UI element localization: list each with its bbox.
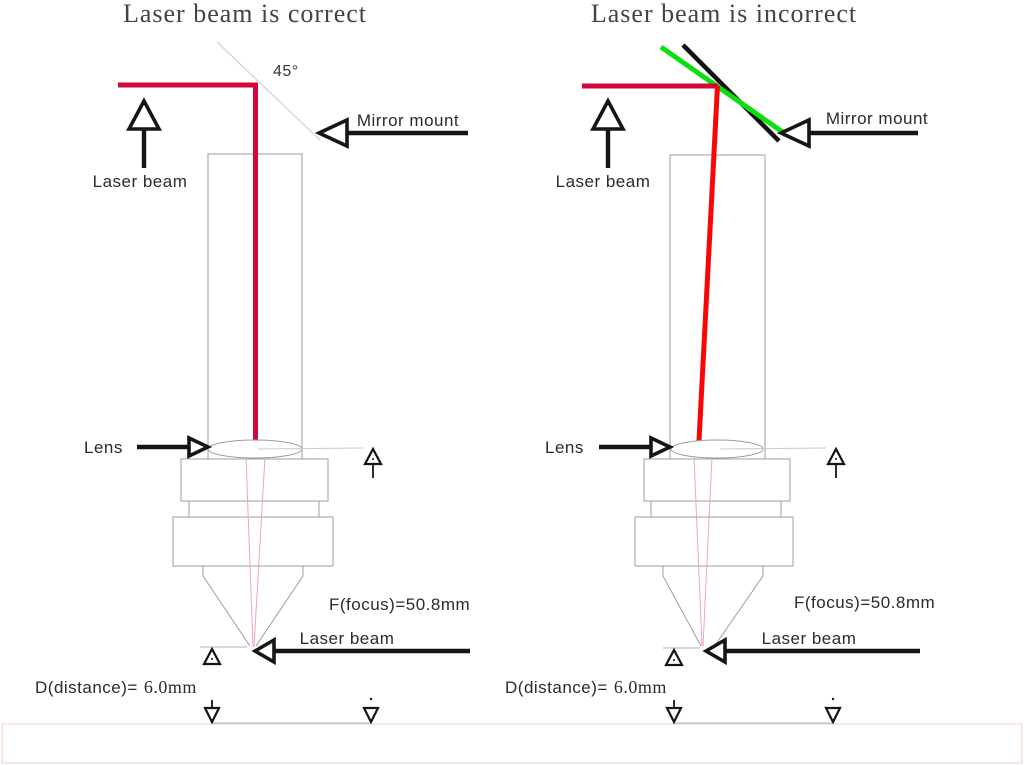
distance-label-value: 6.0mm <box>144 677 197 697</box>
distance-label-prefix: D(distance)= <box>505 678 608 697</box>
laser-out-label: Laser beam <box>762 629 857 648</box>
workpiece-surface <box>1 723 1023 764</box>
focus-label: F(focus)=50.8mm <box>794 593 935 612</box>
laser-out-arrow-icon <box>251 636 276 666</box>
focused-beam-right-edge <box>253 456 266 648</box>
distance-label-value: 6.0mm <box>614 677 667 697</box>
lens-label: Lens <box>545 438 584 457</box>
nozzle-cone-left-wall <box>202 566 251 647</box>
laser-in-label: Laser beam <box>556 172 651 191</box>
lens-datum-marker-dot <box>372 458 374 460</box>
distance-marker-right-dot <box>369 697 373 701</box>
lens-datum-marker-dot <box>835 458 837 460</box>
laser-in-arrow-icon <box>589 97 627 131</box>
mirror-45-line <box>216 41 321 141</box>
right-title: Laser beam is incorrect <box>591 0 857 28</box>
distance-label: D(distance)= 6.0mm <box>505 677 667 697</box>
mirror-mount-label: Mirror mount <box>357 111 459 130</box>
nozzle-block <box>172 516 334 567</box>
laser-out-label: Laser beam <box>300 629 395 648</box>
lens-datum-marker-icon <box>826 446 846 466</box>
distance-label-prefix: D(distance)= <box>35 678 138 697</box>
lens-level-guide-line <box>257 447 364 450</box>
lens-holder-flange <box>180 458 329 502</box>
tip-datum-marker-icon <box>202 646 222 666</box>
laser-in-arrow-icon <box>125 97 163 131</box>
right-diagram-incorrect: Laser beam is incorrect Laser beam Mirro… <box>505 0 935 725</box>
angle-label: 45° <box>273 63 299 80</box>
distance-marker-left-icon <box>665 706 683 725</box>
lens-datum-marker-icon <box>363 446 383 466</box>
deflected-beam-path <box>696 85 720 442</box>
mirror-mount-arrow-icon <box>314 117 349 149</box>
lens-label: Lens <box>84 438 123 457</box>
nozzle-block <box>634 516 794 567</box>
mirror-mount-label: Mirror mount <box>826 109 928 128</box>
tip-datum-marker-dot <box>211 658 213 660</box>
focused-beam-left-edge <box>693 456 703 647</box>
distance-label: D(distance)= 6.0mm <box>35 677 197 697</box>
nozzle-ring <box>650 500 782 518</box>
nozzle-cone-right-wall <box>255 566 304 647</box>
distance-marker-right-icon <box>824 706 842 725</box>
distance-marker-right-dot <box>831 697 835 701</box>
mirror-mount-arrow-icon <box>776 117 811 149</box>
laser-in-label: Laser beam <box>93 172 188 191</box>
nozzle-cone-right-wall <box>715 566 764 645</box>
distance-marker-left-icon <box>203 706 221 725</box>
focus-label: F(focus)=50.8mm <box>329 595 470 614</box>
focused-beam-right-edge <box>702 456 713 647</box>
left-diagram-correct: Laser beam is correct 45° Laser beam Mir… <box>35 0 470 725</box>
focused-beam-left-edge <box>245 456 254 648</box>
lens-holder-flange <box>643 458 791 502</box>
left-title: Laser beam is correct <box>123 0 367 28</box>
tip-datum-marker-icon <box>664 647 684 667</box>
laser-beam-path <box>118 82 258 446</box>
distance-marker-right-icon <box>362 706 380 725</box>
lens-arrow-icon <box>649 435 675 459</box>
lens-tube <box>669 154 766 461</box>
laser-out-arrow-icon <box>702 636 727 666</box>
nozzle-ring <box>188 500 320 518</box>
tilted-mirror-line <box>659 44 786 136</box>
nozzle-cone-left-wall <box>662 566 702 647</box>
lens-level-guide-line <box>719 447 827 450</box>
tip-datum-marker-dot <box>673 659 675 661</box>
lens-arrow-icon <box>187 435 213 459</box>
